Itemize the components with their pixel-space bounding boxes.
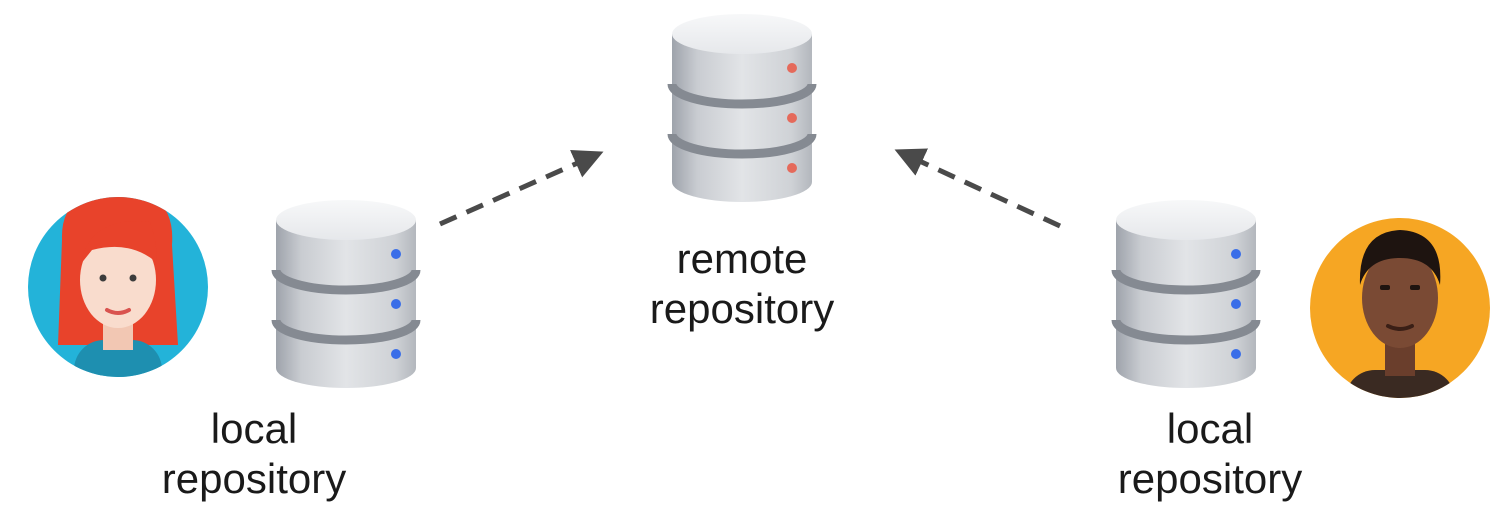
- status-led-icon: [787, 163, 797, 173]
- status-led-icon: [1231, 249, 1241, 259]
- left-local-label-line1: local: [210, 405, 298, 452]
- left-local-database-icon: [271, 200, 421, 388]
- status-led-icon: [1231, 299, 1241, 309]
- woman-avatar-icon: [28, 197, 208, 377]
- push-arrow-right: [894, 148, 1062, 229]
- status-led-icon: [391, 299, 401, 309]
- remote-label-line1: remote: [676, 235, 808, 282]
- push-arrow-left: [438, 150, 604, 227]
- status-led-icon: [1231, 349, 1241, 359]
- status-led-icon: [391, 349, 401, 359]
- right-local-database-icon: [1111, 200, 1261, 388]
- right-local-repository-label: local repository: [1088, 404, 1332, 504]
- remote-label-line2: repository: [649, 285, 835, 332]
- status-led-icon: [391, 249, 401, 259]
- status-led-icon: [787, 113, 797, 123]
- man-avatar-icon: [1310, 218, 1490, 398]
- remote-database-icon: [667, 14, 817, 202]
- remote-repository-label: remote repository: [620, 234, 864, 334]
- left-local-repository-label: local repository: [132, 404, 376, 504]
- left-local-label-line2: repository: [161, 455, 347, 502]
- status-led-icon: [787, 63, 797, 73]
- right-local-label-line1: local: [1166, 405, 1254, 452]
- right-local-label-line2: repository: [1117, 455, 1303, 502]
